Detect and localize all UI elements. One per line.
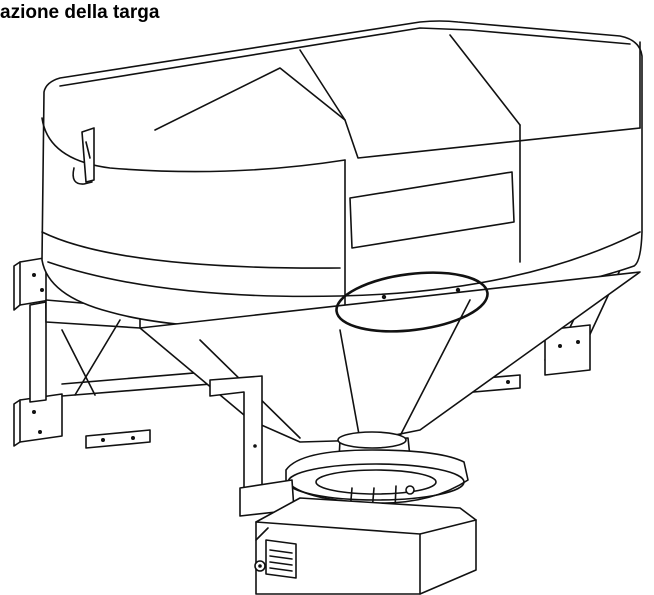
highlight-ellipse <box>335 271 489 333</box>
latch-handle <box>72 127 95 185</box>
hopper-lid <box>41 20 643 331</box>
label-window <box>349 171 515 249</box>
section-heading: azione della targa <box>0 2 160 23</box>
gearbox-housing <box>254 497 477 595</box>
left-support-stand <box>209 375 263 493</box>
data-plate <box>265 539 297 579</box>
